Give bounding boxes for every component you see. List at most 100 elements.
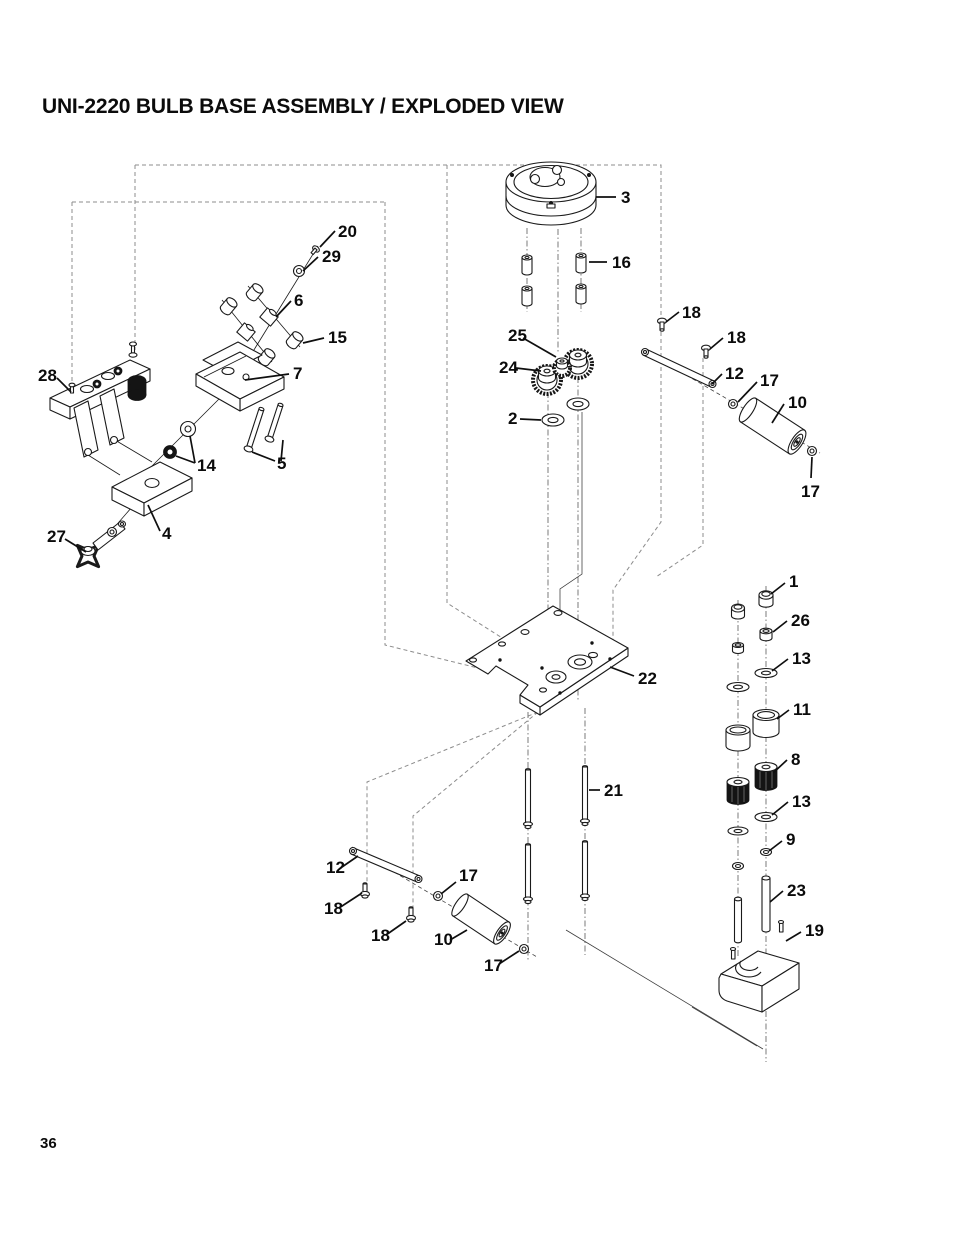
part-15-cap: [245, 283, 264, 302]
callout-28: 28: [38, 366, 72, 393]
part-13-washer: [754, 811, 778, 823]
callout-17c: 17: [440, 866, 478, 895]
callout-12a: 12: [711, 364, 744, 385]
callout-label: 13: [792, 792, 811, 811]
callout-label: 14: [197, 456, 216, 475]
callout-label: 25: [508, 326, 527, 345]
callout-25: 25: [508, 326, 557, 358]
callout-label: 27: [47, 527, 66, 546]
callout-5: 5: [251, 439, 286, 473]
part-1-cap: [758, 590, 774, 608]
callout-label: 15: [328, 328, 347, 347]
callout-20: 20: [319, 222, 357, 248]
callout-label: 22: [638, 669, 657, 688]
part-3-bulb-base-drum: [505, 161, 597, 226]
callout-18a: 18: [665, 303, 701, 323]
callout-11: 11: [776, 700, 811, 720]
callout-label: 18: [371, 926, 390, 945]
callout-label: 5: [277, 454, 286, 473]
callout-label: 13: [792, 649, 811, 668]
callouts: 3 16 20 29 6 15 7 28 14 5 4 27 25 24 2 1…: [38, 188, 824, 975]
part-18-screw: [405, 906, 417, 923]
callout-17a: 17: [737, 371, 779, 403]
stack-left-duplicate: [725, 603, 751, 944]
part-27-star-knob: [75, 520, 127, 569]
part-21-screws: [522, 765, 591, 905]
part-26-ring: [759, 627, 773, 642]
part-18-screw: [700, 344, 712, 359]
part-24-gear: [531, 364, 563, 396]
callout-23: 23: [769, 881, 806, 903]
part-29-washer: [292, 264, 306, 278]
callout-14: 14: [175, 435, 216, 475]
callout-label: 29: [322, 247, 341, 266]
callout-label: 11: [793, 700, 811, 719]
part-22-mounting-plate: [465, 605, 629, 716]
callout-label: 18: [727, 328, 746, 347]
callout-17b: 17: [801, 456, 820, 501]
part-18-screw: [656, 317, 668, 332]
callout-label: 16: [612, 253, 631, 272]
callout-label: 10: [788, 393, 807, 412]
callout-2: 2: [508, 409, 542, 428]
callout-13a: 13: [771, 649, 811, 672]
part-4-block: [111, 461, 193, 517]
callout-22: 22: [609, 666, 657, 688]
callout-label: 17: [459, 866, 478, 885]
callout-15: 15: [302, 328, 347, 347]
callout-16: 16: [589, 253, 631, 272]
part-12-rod: [348, 846, 423, 884]
part-19-bracket: [718, 919, 800, 1013]
part-28-bracket: [49, 341, 151, 458]
part-25-gear-small: [552, 357, 572, 378]
part-7-bracket: [195, 341, 285, 412]
callout-label: 10: [434, 930, 453, 949]
part-17-ring: [518, 943, 530, 955]
part-2-washers: [541, 397, 590, 427]
callout-7: 7: [244, 364, 302, 383]
callout-13b: 13: [771, 792, 811, 816]
callout-21: 21: [589, 781, 623, 800]
part-17-ring: [432, 890, 444, 902]
callout-label: 6: [294, 291, 303, 310]
callout-label: 8: [791, 750, 800, 769]
stack-right-labeled: [752, 590, 780, 933]
callout-label: 2: [508, 409, 517, 428]
part-20-screw: [310, 245, 320, 256]
callout-label: 3: [621, 188, 630, 207]
part-23-pin: [761, 875, 771, 933]
callout-4: 4: [147, 504, 172, 543]
callout-18b: 18: [709, 328, 746, 350]
callout-label: 26: [791, 611, 810, 630]
callout-label: 21: [604, 781, 623, 800]
part-16-spacers: [521, 252, 587, 307]
callout-label: 4: [162, 524, 172, 543]
callout-10b: 10: [434, 929, 468, 949]
part-10-roller: [738, 397, 807, 455]
callout-17d: 17: [484, 950, 520, 975]
callout-18d: 18: [371, 920, 407, 945]
callout-24: 24: [499, 358, 542, 377]
callout-10a: 10: [771, 393, 807, 424]
part-11-sleeve: [752, 708, 780, 739]
part-17-ring: [727, 398, 739, 410]
callout-label: 12: [725, 364, 744, 383]
callout-3: 3: [596, 188, 630, 207]
part-6-block: [236, 322, 256, 342]
page-number: 36: [40, 1135, 57, 1152]
callout-label: 1: [789, 572, 798, 591]
callout-9: 9: [768, 830, 795, 852]
construction-lines: [71, 164, 821, 1062]
callout-label: 17: [760, 371, 779, 390]
part-14-washers: [163, 420, 197, 459]
callout-29: 29: [302, 247, 341, 272]
callout-label: 20: [338, 222, 357, 241]
callout-label: 19: [805, 921, 824, 940]
callout-label: 17: [801, 482, 820, 501]
page-title: UNI-2220 BULB BASE ASSEMBLY / EXPLODED V…: [42, 95, 564, 118]
part-18-screw: [359, 882, 371, 899]
callout-27: 27: [47, 527, 87, 553]
callout-19: 19: [785, 921, 824, 942]
